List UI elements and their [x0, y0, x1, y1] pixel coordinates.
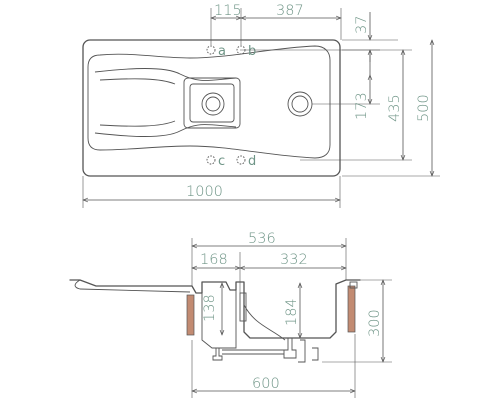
small-bowl-drain-inner — [205, 96, 221, 112]
small-bowl-outer — [183, 77, 241, 129]
right-cabinet-wall — [347, 285, 356, 333]
drainboard-groove-upper — [94, 68, 237, 81]
trap-pipe — [298, 339, 319, 363]
top-view: a b c d 115 387 37 173 435 500 — [82, 3, 440, 208]
side-view: 536 168 332 138 184 300 600 — [69, 231, 392, 398]
drain-pipe-main — [283, 338, 297, 359]
drainboard-groove-inner — [99, 78, 176, 127]
dim-label-184: 184 — [284, 298, 300, 326]
small-bowl-inner — [189, 83, 235, 123]
dim-label-138: 138 — [202, 294, 218, 322]
dim-label-168: 168 — [200, 252, 228, 268]
dim-label-536: 536 — [248, 231, 276, 247]
dim-label-387: 387 — [276, 3, 304, 19]
hole-label-b: b — [248, 44, 256, 59]
dim-label-37: 37 — [354, 16, 370, 34]
tap-hole-d — [236, 155, 246, 165]
tap-hole-a — [206, 45, 216, 55]
overflow-pipe — [239, 292, 247, 322]
drainboard-groove-lower — [94, 124, 237, 137]
sink-inner-rim — [87, 45, 331, 159]
main-bowl-drain-inner — [291, 95, 309, 113]
drain-pipe-small — [212, 348, 223, 361]
overflow-hose — [243, 304, 286, 341]
clip-right — [349, 281, 358, 289]
small-bowl-drain-outer — [201, 92, 225, 116]
small-bowl-side — [201, 290, 237, 349]
hole-label-a: a — [218, 44, 226, 59]
hole-label-c: c — [218, 154, 225, 169]
waste-connector — [222, 349, 284, 355]
dim-label-300: 300 — [367, 309, 383, 337]
dim-label-332: 332 — [280, 252, 308, 268]
dim-label-1000: 1000 — [186, 184, 223, 200]
left-cabinet-wall — [186, 294, 195, 336]
dim-label-435: 435 — [387, 94, 403, 122]
drainboard-edge — [74, 279, 191, 293]
dim-label-173: 173 — [354, 92, 370, 120]
dim-label-115: 115 — [214, 3, 242, 19]
tap-hole-c — [206, 155, 216, 165]
sink-outer-outline — [82, 39, 341, 177]
dim-label-600: 600 — [252, 376, 280, 392]
dim-label-500: 500 — [416, 94, 432, 122]
hole-label-d: d — [248, 154, 256, 169]
